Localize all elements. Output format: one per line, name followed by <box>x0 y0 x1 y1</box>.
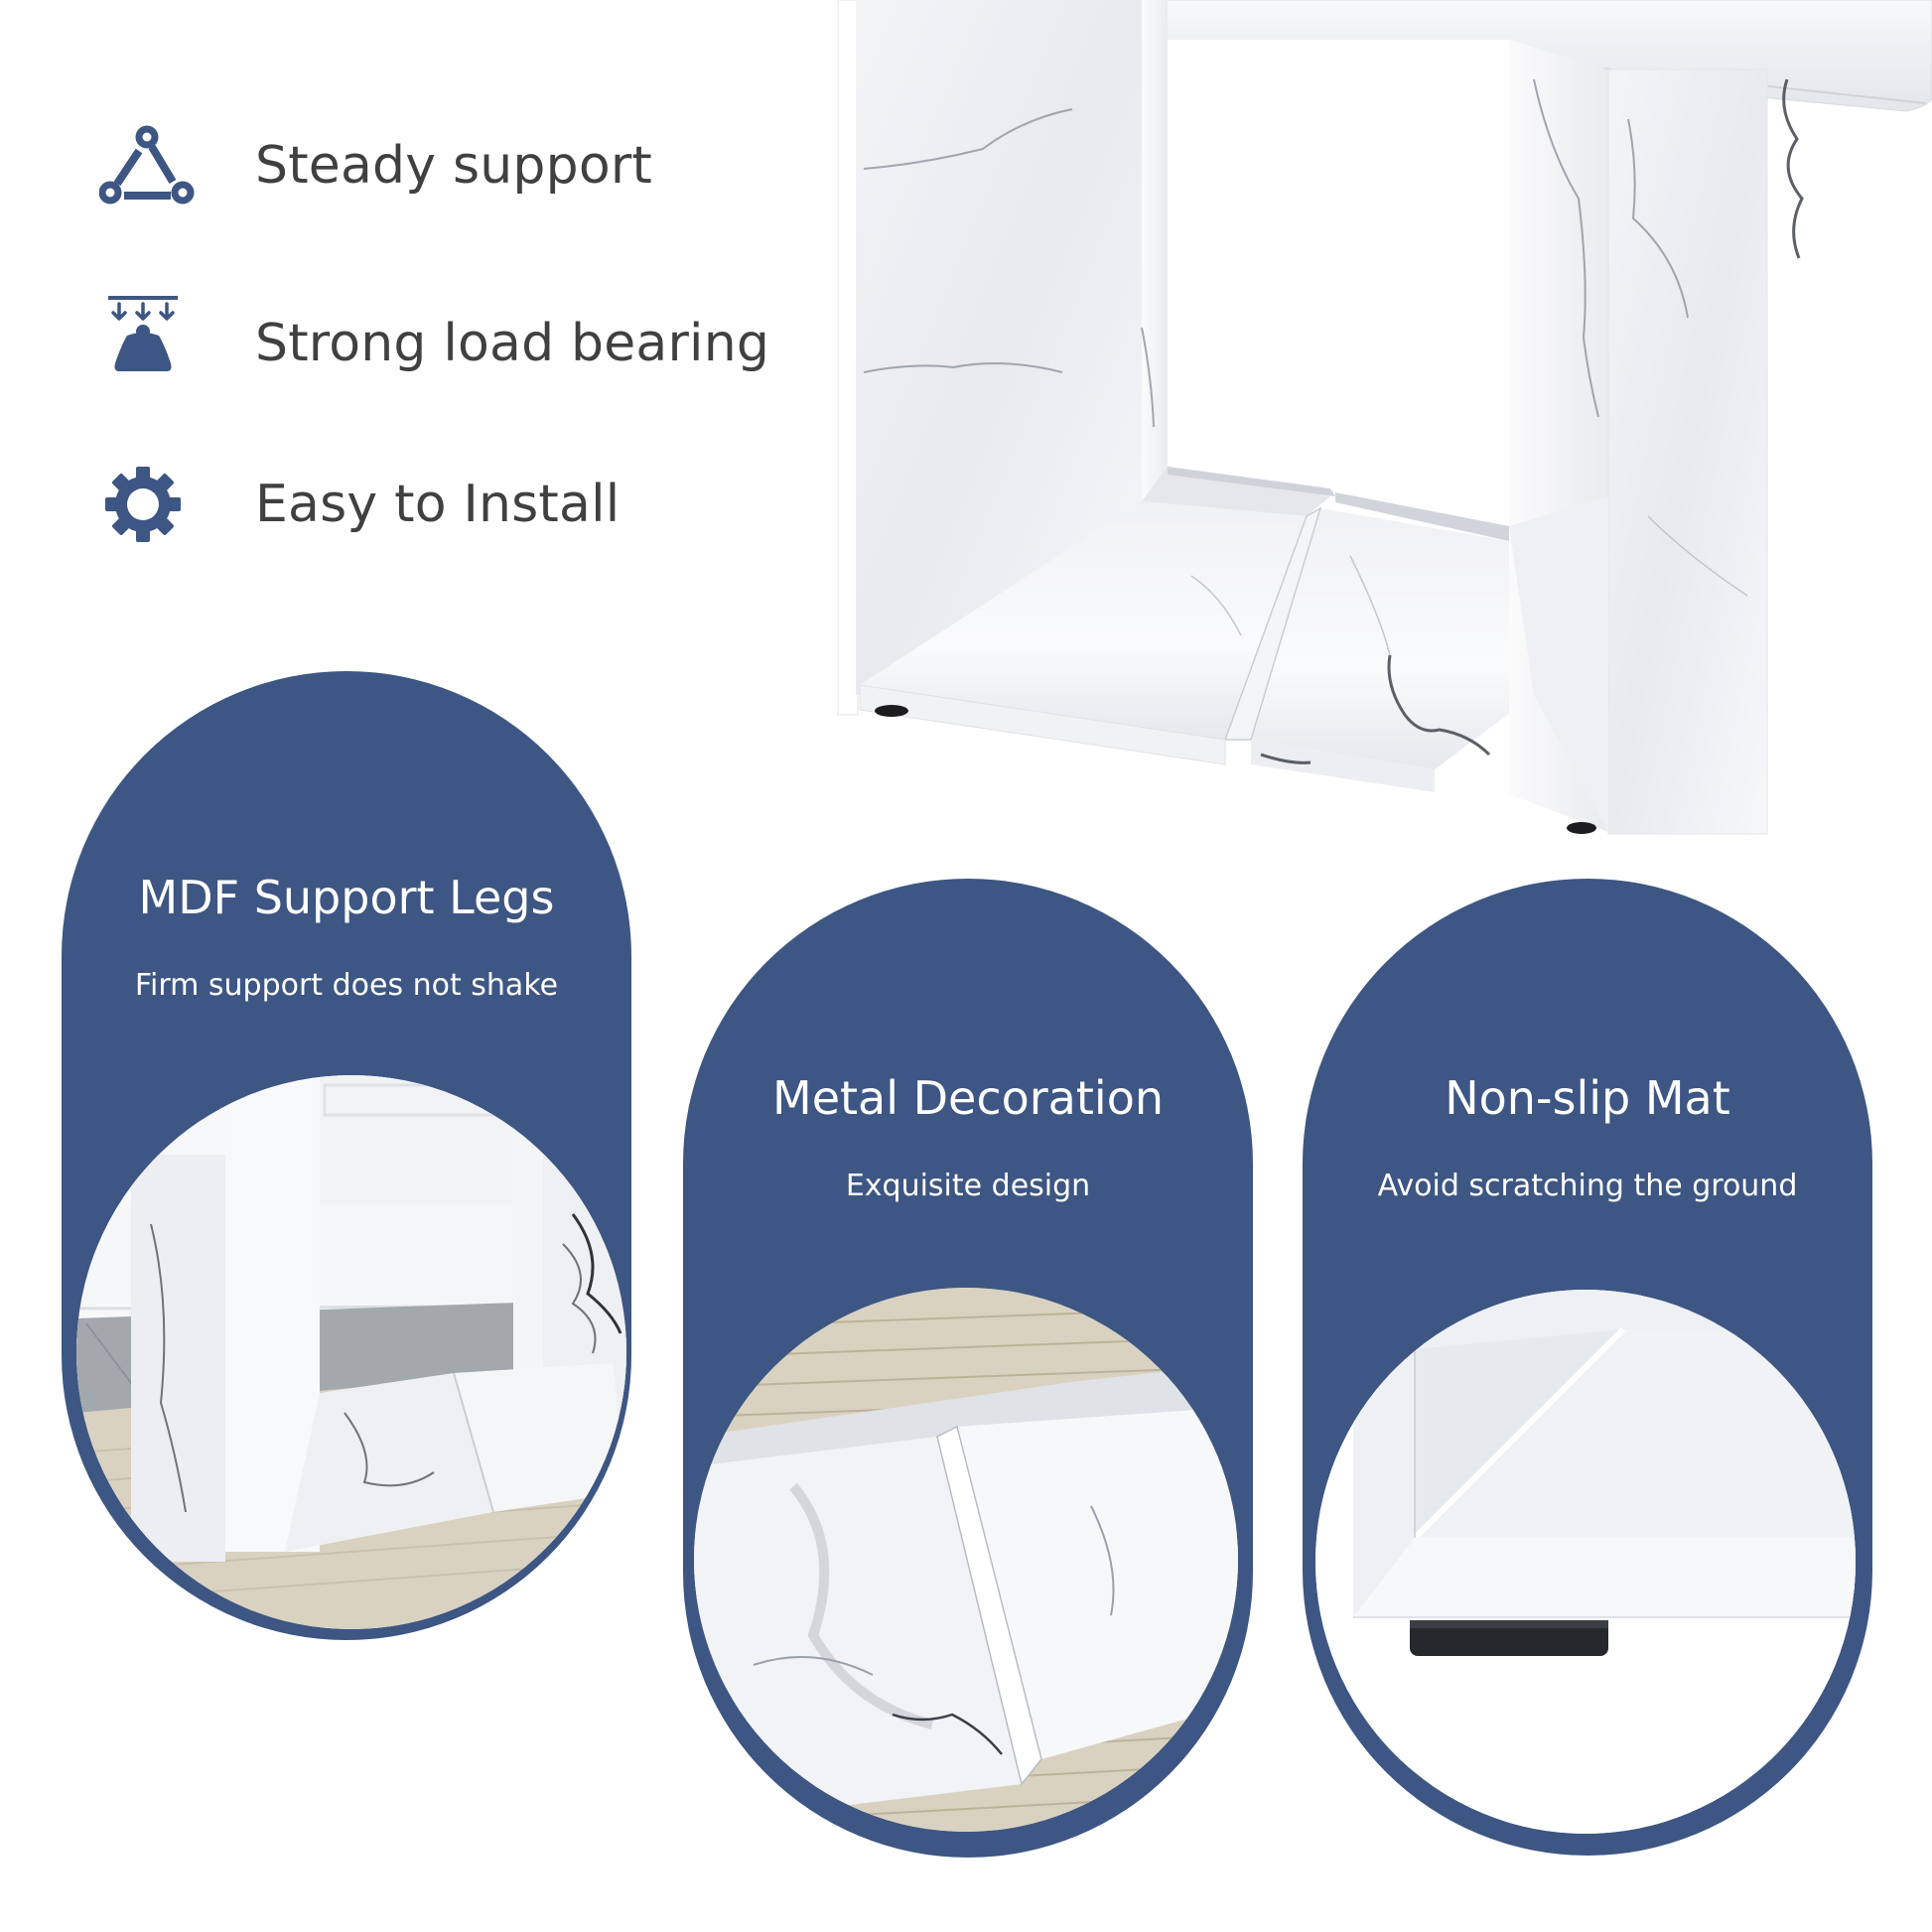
feature-label: Easy to Install <box>255 475 621 534</box>
panel-non-slip-mat: Non-slip Mat Avoid scratching the ground <box>1303 879 1872 1856</box>
feature-easy-to-install: Easy to Install <box>99 465 794 554</box>
gear-icon <box>105 467 181 542</box>
panel-subtitle: Avoid scratching the ground <box>1377 1169 1798 1203</box>
panel-subtitle: Exquisite design <box>845 1169 1091 1203</box>
panel-subtitle: Firm support does not shake <box>134 968 559 1003</box>
panel-title: Non-slip Mat <box>1445 1071 1730 1125</box>
feature-strong-load-bearing: Strong load bearing <box>99 294 794 383</box>
panel-photo-foot-pad-closeup <box>1315 1290 1856 1834</box>
feature-steady-support: Steady support <box>99 124 794 213</box>
triangle-nodes-icon <box>99 125 195 205</box>
panel-photo-metal-strip-closeup <box>694 1288 1238 1832</box>
panel-title: MDF Support Legs <box>138 871 555 924</box>
feature-label: Strong load bearing <box>255 314 770 373</box>
feature-label: Steady support <box>255 136 653 196</box>
panel-metal-decoration: Metal Decoration Exquisite design <box>683 879 1253 1858</box>
product-image-table-leg <box>837 0 1932 835</box>
load-weight-icon <box>108 296 178 371</box>
panel-mdf-support-legs: MDF Support Legs Firm support does not s… <box>62 671 631 1640</box>
panel-title: Metal Decoration <box>772 1071 1164 1125</box>
panel-photo-leg-closeup <box>76 1075 626 1629</box>
